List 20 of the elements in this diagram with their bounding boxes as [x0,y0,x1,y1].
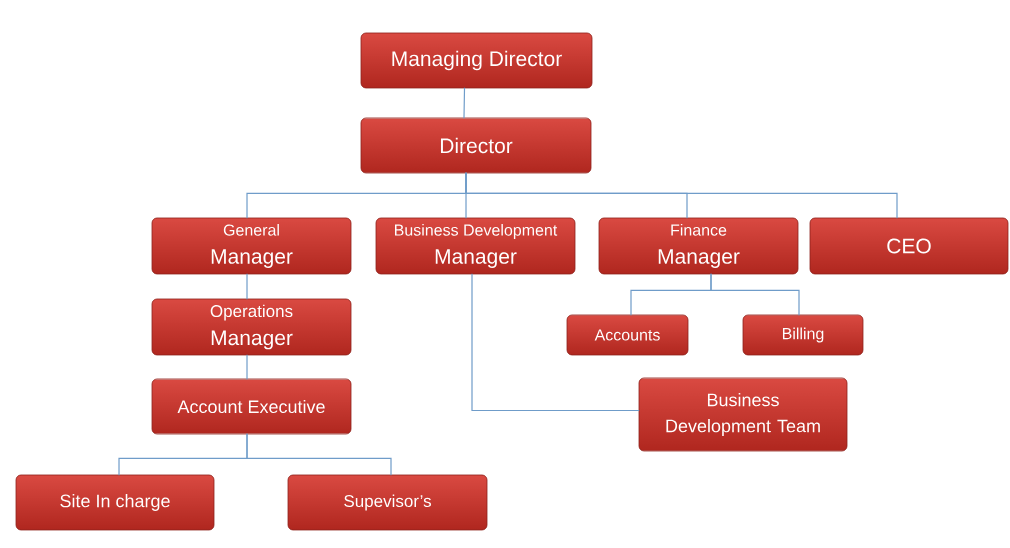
role-box: Business Development Team [638,377,848,452]
role-box: Site In charge [15,474,215,531]
connector-line [463,87,466,119]
connector-line [471,273,640,412]
role-box: Billing [742,314,864,356]
connector-line [246,354,248,380]
role-box: Finance Manager [598,217,799,275]
role-box: Accounts [566,314,689,356]
role-box: General Manager [151,217,352,275]
connector-line [465,172,898,219]
role-box: Business Development Manager [375,217,576,275]
role-box: Account Executive [151,378,352,435]
role-box: Operations Manager [151,298,352,356]
role-box: Supevisor’s [287,474,488,531]
connector-line [710,273,800,316]
role-box: Managing Director [360,32,593,89]
connector-line [246,433,392,476]
role-box: Director [360,117,592,174]
role-box: CEO [809,217,1009,275]
connector-line [246,273,248,300]
